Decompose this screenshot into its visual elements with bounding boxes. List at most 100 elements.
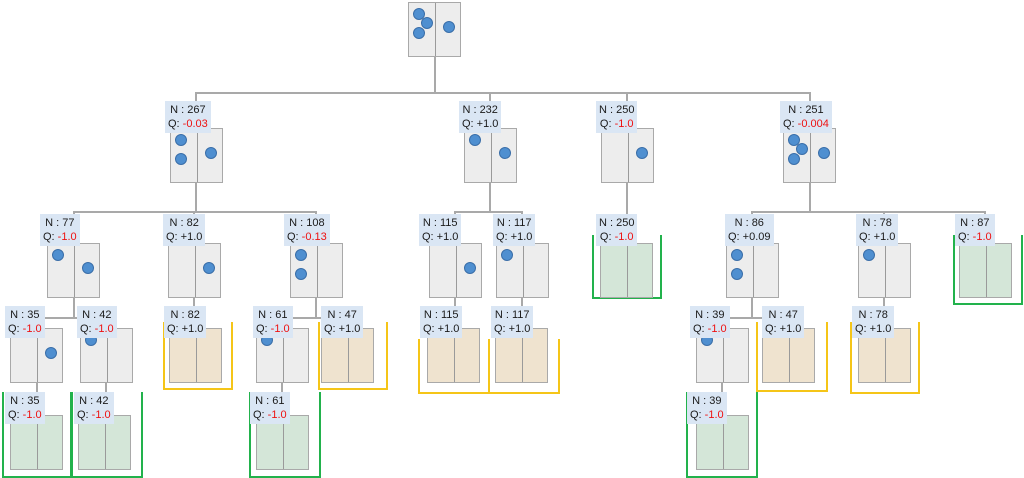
visit-count: N : 42 [79,395,109,407]
q-prefix: Q: [690,409,705,421]
q-value: -1.0 [614,231,634,243]
board-node [496,243,549,298]
q-value-row: Q: -1.0 [599,230,634,244]
terminal-loss-outline [756,322,828,392]
piece-marker [45,347,57,359]
q-value: -0.004 [797,118,829,130]
piece-marker [52,249,64,261]
q-value: +1.0 [338,323,361,335]
visit-count: N : 267 [170,104,206,116]
visit-count: N : 39 [695,309,725,321]
q-value-row: Q: +1.0 [462,117,498,131]
board-divider [347,329,349,382]
q-prefix: Q: [423,323,438,335]
q-value-row: Q: +1.0 [859,230,895,244]
terminal-win-outline [592,235,662,299]
visit-count: N : 251 [788,104,824,116]
board-node [170,128,223,183]
q-value-row: Q: +1.0 [765,322,801,336]
q-value-row: Q: -1.0 [43,230,77,244]
board-node [783,128,836,183]
visit-count: N : 250 [599,104,635,116]
board-node [959,243,1012,298]
q-value-row: Q: +1.0 [166,230,202,244]
piece-marker [863,249,875,261]
q-prefix: Q: [287,231,302,243]
q-prefix: Q: [256,323,271,335]
q-value-row: Q: -1.0 [599,117,634,131]
q-value-row: Q: -1.0 [8,408,42,422]
q-value-row: Q: -1.0 [8,322,42,336]
piece-marker [175,153,187,165]
q-value: -1.0 [94,323,114,335]
q-value-row: Q: -0.13 [287,230,327,244]
visit-count: N : 117 [496,217,532,229]
board-divider [455,244,457,297]
q-value-row: Q: -1.0 [80,322,114,336]
terminal-loss-outline [318,322,388,390]
q-value-row: Q: -1.0 [256,322,290,336]
board-divider [985,244,987,297]
visit-count: N : 108 [289,217,325,229]
q-value: -1.0 [707,323,727,335]
q-prefix: Q: [496,231,511,243]
q-prefix: Q: [77,409,92,421]
q-value: +1.0 [181,323,204,335]
visit-count: N : 115 [422,217,458,229]
board-node [47,243,100,298]
piece-marker [499,147,511,159]
board-node [726,243,779,298]
q-value-row: Q: -1.0 [253,408,287,422]
board-divider [522,244,524,297]
visit-count: N : 86 [734,217,764,229]
terminal-win-outline [71,392,143,478]
piece-marker [205,147,217,159]
q-prefix: Q: [494,323,509,335]
piece-marker [413,8,425,20]
q-value-row: Q: +0.09 [728,230,771,244]
terminal-win-outline [953,235,1023,305]
board-divider [884,329,886,382]
q-value-row: Q: +1.0 [494,322,530,336]
visit-count: N : 78 [862,217,892,229]
visit-count: N : 82 [170,309,200,321]
terminal-loss-outline [488,339,560,394]
q-value-row: Q: -1.0 [77,408,111,422]
q-value-row: Q: -0.03 [168,117,208,131]
board-divider [73,244,75,297]
q-prefix: Q: [859,231,874,243]
q-prefix: Q: [166,231,181,243]
q-prefix: Q: [462,118,477,130]
q-value: +1.0 [510,231,533,243]
q-prefix: Q: [324,323,339,335]
q-value-row: Q: -0.004 [783,117,829,131]
piece-marker [295,268,307,280]
q-value: -1.0 [704,409,724,421]
piece-marker [818,147,830,159]
board-node [600,243,653,298]
terminal-win-outline [686,392,758,478]
q-value-row: Q: -1.0 [958,230,992,244]
board-node [290,243,343,298]
board-node [78,415,131,470]
visit-count: N : 61 [255,395,285,407]
q-prefix: Q: [422,231,437,243]
terminal-loss-outline [850,322,920,394]
piece-marker [295,249,307,261]
q-value: +1.0 [180,231,203,243]
board-divider [434,3,436,56]
